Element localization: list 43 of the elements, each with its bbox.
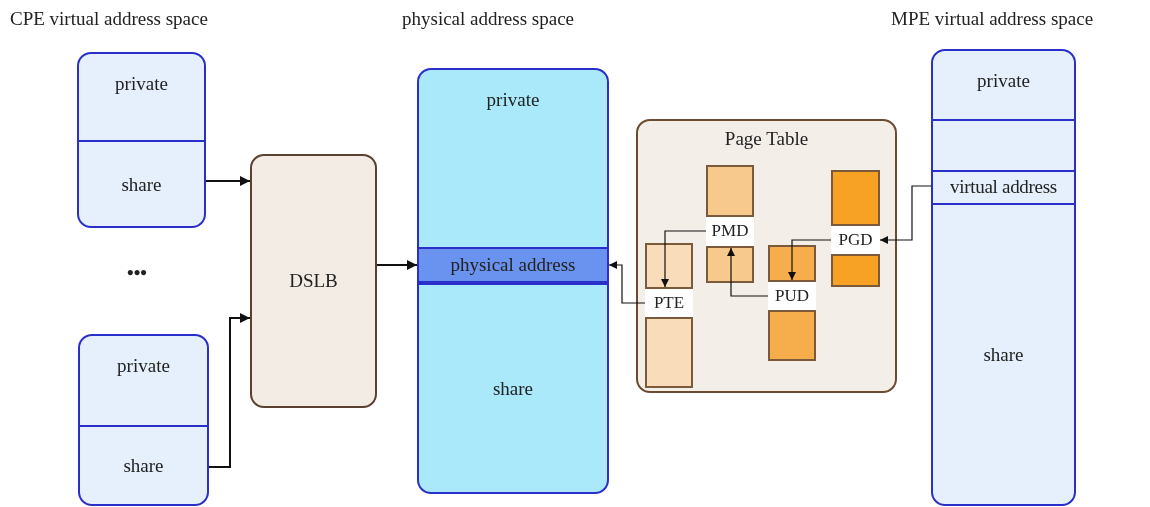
column-heading: MPE virtual address space xyxy=(891,8,1094,30)
segment-label: PMD xyxy=(711,222,749,241)
segment-label: virtual address xyxy=(950,177,1057,198)
dslb-box xyxy=(250,154,377,408)
segment-label: share xyxy=(983,345,1024,366)
segment-label: share xyxy=(121,174,162,196)
segment-label: PTE xyxy=(653,293,685,313)
table-column xyxy=(831,170,880,287)
arrow xyxy=(608,261,646,304)
table-entry xyxy=(831,224,880,256)
segment-label: private xyxy=(486,90,540,111)
table-entry xyxy=(706,215,754,248)
arrow xyxy=(376,260,418,270)
segment-label: physical address xyxy=(450,254,576,276)
table-column xyxy=(768,245,816,361)
segment-label: PGD xyxy=(838,230,873,250)
address-space-column xyxy=(417,68,609,494)
address-band xyxy=(419,247,607,283)
column-heading: physical address space xyxy=(402,8,574,30)
address-space-column xyxy=(931,49,1076,506)
table-column xyxy=(645,243,693,388)
segment-label: share xyxy=(123,456,164,477)
address-space-column xyxy=(78,334,209,506)
arrow xyxy=(727,247,769,297)
column-heading: CPE virtual address space xyxy=(10,8,208,30)
segment-label: share xyxy=(492,379,534,400)
segment-label: PUD xyxy=(775,286,809,306)
arrow xyxy=(788,239,832,281)
segment-label: DSLB xyxy=(289,270,338,292)
arrow xyxy=(661,230,707,288)
arrow xyxy=(205,176,251,186)
address-space-column xyxy=(77,52,206,228)
table-entry xyxy=(768,280,816,312)
arrow xyxy=(879,185,932,244)
page-table-panel xyxy=(636,119,897,393)
table-entry xyxy=(645,287,693,319)
segment-label: private xyxy=(117,356,170,377)
panel-title: Page Table xyxy=(724,129,809,150)
segment-label: private xyxy=(115,74,168,95)
segment-label: private xyxy=(977,71,1030,92)
ellipsis: ••• xyxy=(127,262,147,284)
arrow xyxy=(208,313,251,468)
table-column xyxy=(706,165,754,283)
